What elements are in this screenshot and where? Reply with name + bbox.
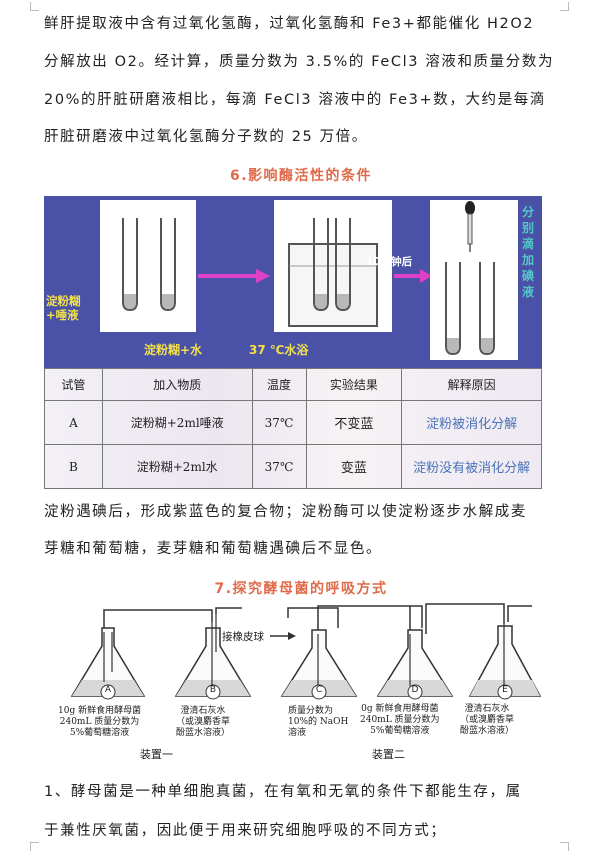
label-flask-b: 澄清石灰水 （或溴麝香草 酚蓝水溶液） bbox=[176, 706, 231, 738]
flask-letter: B bbox=[209, 685, 217, 695]
text-line: 芽糖和葡萄糖，麦芽糖和葡萄糖遇碘后不显色。 bbox=[44, 541, 383, 557]
text-line: 肝脏研磨液中过氧化氢酶分子数的 25 万倍。 bbox=[44, 129, 368, 145]
corner-mark-top-left bbox=[30, 2, 39, 11]
label-flask-a: 10g 新鲜食用酵母菌 240mL 质量分数为 5%葡萄糖溶液 bbox=[58, 706, 142, 738]
test-tube-right bbox=[160, 218, 176, 312]
arrow-icon bbox=[270, 632, 296, 640]
apparatus-illustration bbox=[70, 603, 542, 700]
panel-test-tubes bbox=[100, 200, 196, 332]
yeast-respiration-apparatus: A B C D E 接橡皮球 10g 新鲜食用酵母菌 240mL 质量分数为 5… bbox=[44, 602, 544, 762]
flask-letter: A bbox=[104, 685, 112, 695]
flask-letter: D bbox=[411, 685, 419, 695]
table-cell: 淀粉被消化分解 bbox=[401, 400, 542, 445]
label-flask-c: 质量分数为 10%的 NaOH 溶液 bbox=[288, 706, 349, 738]
text-line: 鲜肝提取液中含有过氧化氢酶，过氧化氢酶和 Fe3+都能催化 H2O2 bbox=[44, 16, 535, 32]
panel-iodine-test bbox=[430, 200, 518, 360]
table-cell: 淀粉没有被消化分解 bbox=[401, 444, 542, 489]
table-header: 实验结果 bbox=[305, 368, 403, 401]
arrow-icon bbox=[394, 269, 432, 283]
starch-test-diagram: 淀粉糊 +唾液 淀粉糊+水 37 ℃水浴 10分钟后 分别滴加碘液 bbox=[44, 196, 542, 368]
table-header-row: 试管 加入物质 温度 实验结果 解释原因 bbox=[44, 368, 542, 401]
table-header: 加入物质 bbox=[101, 368, 253, 401]
test-tube-left bbox=[122, 218, 138, 312]
text-line: 20%的肝脏研磨液相比，每滴 FeCl3 溶液中的 Fe3+数，大约是每滴 bbox=[44, 92, 546, 108]
table-cell: 变蓝 bbox=[305, 444, 403, 489]
label-rubber-bulb: 接橡皮球 bbox=[222, 631, 264, 643]
table-header: 试管 bbox=[44, 368, 103, 401]
caption-device-one: 装置一 bbox=[140, 748, 173, 761]
label-water-bath: 37 ℃水浴 bbox=[249, 343, 309, 357]
section-title-enzyme-activity: 6.影响酶活性的条件 bbox=[229, 168, 373, 184]
label-flask-d: 0g 新鲜食用酵母菌 240mL 质量分数为 5%葡萄糖溶液 bbox=[360, 704, 440, 736]
text-line: 1、酵母菌是一种单细胞真菌，在有氧和无氧的条件下都能生存，属 bbox=[44, 784, 522, 800]
table-row: B 淀粉糊+2ml水 37℃ 变蓝 淀粉没有被消化分解 bbox=[44, 444, 542, 489]
arrow-icon bbox=[198, 269, 270, 283]
starch-result-table: 试管 加入物质 温度 实验结果 解释原因 A 淀粉糊+2ml唾液 37℃ 不变蓝… bbox=[44, 368, 542, 489]
flask-letter: C bbox=[315, 685, 323, 695]
iodine-test-tubes bbox=[445, 262, 495, 356]
table-header: 温度 bbox=[251, 368, 307, 401]
water-bath-beaker bbox=[288, 218, 378, 327]
text-line: 淀粉遇碘后，形成紫蓝色的复合物；淀粉酶可以使淀粉逐步水解成麦 bbox=[44, 504, 527, 520]
text-line: 分解放出 O2。经计算，质量分数为 3.5%的 FeCl3 溶液和质量分数为 bbox=[44, 54, 555, 70]
corner-mark-top-right bbox=[560, 2, 569, 11]
table-cell: 淀粉糊+2ml水 bbox=[101, 444, 253, 489]
dropper-icon bbox=[465, 201, 475, 252]
label-flask-e: 澄清石灰水 （或溴麝香草 酚蓝水溶液） bbox=[460, 704, 515, 736]
table-cell: 淀粉糊+2ml唾液 bbox=[101, 400, 253, 445]
label-starch-saliva: 淀粉糊 +唾液 bbox=[46, 294, 81, 322]
table-cell: 不变蓝 bbox=[305, 400, 403, 445]
result-table: 试管 加入物质 温度 实验结果 解释原因 A 淀粉糊+2ml唾液 37℃ 不变蓝… bbox=[44, 368, 542, 489]
table-cell: B bbox=[44, 444, 103, 489]
table-header: 解释原因 bbox=[401, 368, 542, 401]
text-line: 于兼性厌氧菌，因此便于用来研究细胞呼吸的不同方式； bbox=[44, 823, 447, 839]
label-ten-minutes: 10分钟后 bbox=[366, 256, 413, 268]
table-cell: 37℃ bbox=[251, 400, 307, 445]
caption-device-two: 装置二 bbox=[372, 748, 405, 761]
label-add-iodine: 分别滴加碘液 bbox=[522, 205, 535, 299]
table-cell: A bbox=[44, 400, 103, 445]
table-row: A 淀粉糊+2ml唾液 37℃ 不变蓝 淀粉被消化分解 bbox=[44, 400, 542, 445]
corner-mark-bottom-right bbox=[560, 842, 569, 851]
label-starch-water: 淀粉糊+水 bbox=[144, 343, 203, 357]
table-cell: 37℃ bbox=[251, 444, 307, 489]
flask-b bbox=[174, 614, 252, 697]
section-title-yeast-respiration: 7.探究酵母菌的呼吸方式 bbox=[214, 581, 388, 597]
flask-letter: E bbox=[502, 685, 508, 695]
corner-mark-bottom-left bbox=[30, 842, 39, 851]
starch-test-illustration bbox=[44, 196, 542, 368]
